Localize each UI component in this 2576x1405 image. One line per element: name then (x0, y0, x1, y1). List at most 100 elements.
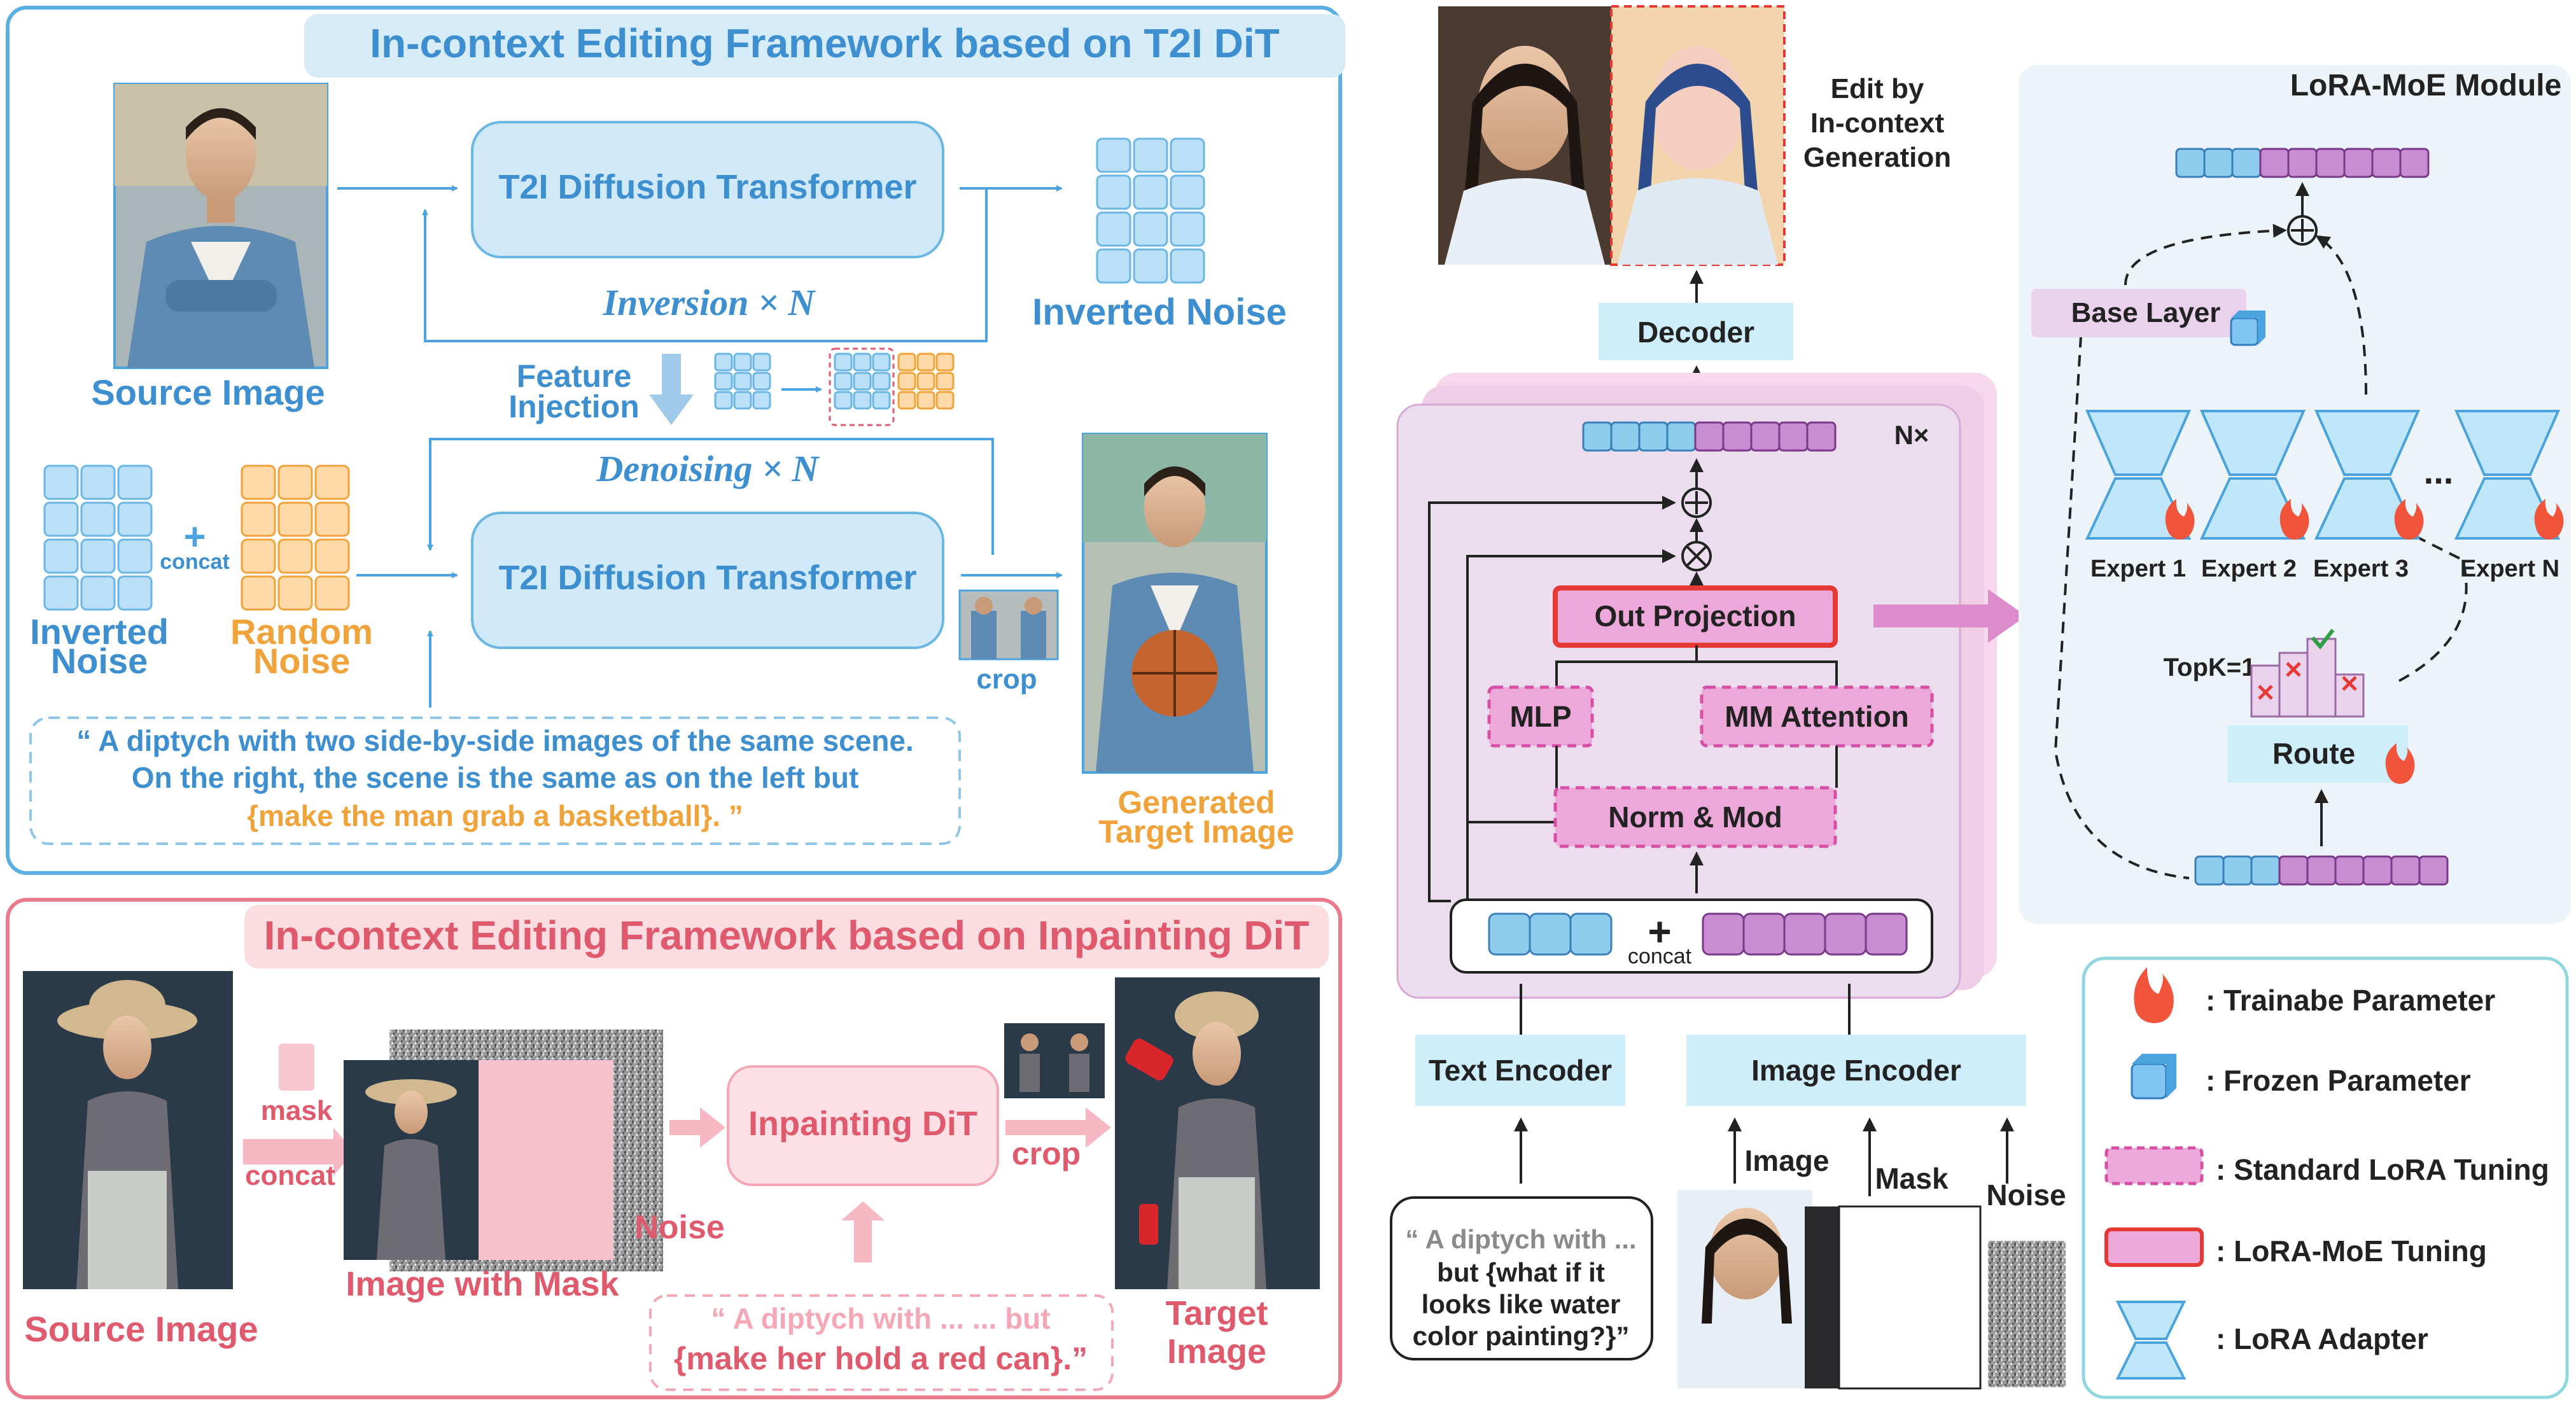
mask-input-label: Mask (1875, 1162, 1948, 1195)
legend-trainable: : Trainabe Parameter (2206, 984, 2495, 1017)
t2i-prompt-3: {make the man grab a basketball}. ” (247, 799, 743, 832)
random-label-2: Noise (253, 641, 351, 681)
lora-moe-panel: LoRA-MoE Module Base Layer (2019, 65, 2571, 924)
mm-attention-label: MM Attention (1725, 700, 1909, 733)
input-noise-image (1985, 1241, 2066, 1387)
topk-bar-chart-icon (2250, 629, 2365, 718)
diptych-thumbnail (958, 589, 1059, 661)
moe-title: LoRA-MoE Module (2290, 69, 2562, 102)
edit-label-3: Generation (1803, 142, 1951, 173)
edit-label-1: Edit by (1831, 73, 1924, 104)
output-tokens (1582, 421, 1837, 452)
flame-icon (2534, 499, 2564, 540)
t2i-dit-bottom-label: T2I Diffusion Transformer (498, 559, 916, 597)
arch-concat-label: concat (1628, 944, 1692, 968)
t2i-dit-top-label: T2I Diffusion Transformer (498, 168, 916, 206)
inpaint-prompt-box (649, 1294, 1114, 1391)
feature-grid-a (714, 353, 771, 410)
inverted-label-2: Noise (51, 641, 148, 681)
t2i-prompt-2: On the right, the scene is the same as o… (132, 761, 859, 794)
flame-icon (2165, 499, 2195, 540)
inpaint-title: In-context Editing Framework based on In… (264, 912, 1310, 958)
trainable-flame-icon (2134, 967, 2174, 1023)
inpainting-dit-box (727, 1065, 999, 1186)
legend-panel: : Trainabe Parameter : Frozen Parameter … (2082, 956, 2569, 1399)
t2i-dit-bottom (471, 512, 944, 649)
inpaint-concat-label: concat (245, 1160, 335, 1191)
inverted-noise-grid (1096, 137, 1205, 284)
arch-prompt-3: looks like water (1422, 1289, 1621, 1319)
moe-add-icon (2287, 215, 2318, 246)
generated-image-man (1082, 433, 1268, 774)
image-with-mask-label: Image with Mask (346, 1265, 619, 1303)
feature-injection-arrow (649, 354, 694, 425)
source-image-man (113, 83, 328, 369)
flame-icon (2279, 499, 2309, 540)
image-encoder-box (1686, 1035, 2026, 1106)
inpaint-prompt-2: {make her hold a red can}.” (674, 1341, 1088, 1376)
legend-standard-lora: : Standard LoRA Tuning (2216, 1153, 2549, 1186)
concat-plus: + (1648, 909, 1671, 954)
out-projection-label: Out Projection (1595, 599, 1796, 633)
concat-label: concat (160, 550, 230, 574)
expert-2-adapter (2199, 410, 2309, 540)
mask-icon (279, 1044, 314, 1091)
inpaint-noise-label: Noise (634, 1209, 725, 1246)
topk-label: TopK=1 (2164, 654, 2256, 682)
t2i-panel: In-context Editing Framework based on T2… (6, 6, 1345, 875)
inpaint-crop-label: crop (1012, 1136, 1081, 1171)
image-encoder-label: Image Encoder (1751, 1054, 1961, 1087)
route-box (2227, 725, 2408, 783)
inpainting-dit-label: Inpainting DiT (748, 1105, 977, 1143)
multiply-node-icon (1681, 541, 1712, 571)
decoder-box (1599, 303, 1793, 360)
dit-block (1396, 403, 1961, 999)
expert-3-adapter (2314, 410, 2424, 540)
flame-icon (2394, 499, 2424, 540)
text-encoder-label: Text Encoder (1429, 1054, 1612, 1087)
legend-frozen-cube-icon (2131, 1054, 2176, 1100)
feature-grid-b (834, 353, 891, 410)
target-image-woman (1115, 977, 1320, 1289)
edit-result-portraits (1438, 5, 1786, 266)
mask-concat-arrow (243, 1128, 354, 1176)
arch-prompt-2: but {what if it (1437, 1257, 1605, 1287)
moe-input-tokens (2194, 855, 2449, 886)
t2i-prompt-box (29, 716, 961, 845)
input-image-and-mask (1677, 1190, 1982, 1390)
feature-grid-c (897, 353, 955, 410)
feature-label-1: Feature (517, 358, 632, 394)
image-tokens (1702, 912, 1908, 956)
text-encoder-box (1415, 1035, 1625, 1106)
t2i-prompt-1: “ A diptych with two side-by-side images… (76, 724, 914, 757)
inpaint-panel: In-context Editing Framework based on In… (6, 898, 1342, 1399)
norm-mod-box (1553, 786, 1837, 848)
add-node-icon (1681, 487, 1712, 518)
base-layer-label: Base Layer (2071, 297, 2221, 328)
t2i-crop-label: crop (976, 664, 1037, 695)
image-with-mask (344, 1060, 613, 1260)
legend-adapter-icon (2115, 1301, 2187, 1380)
arch-prompt-4: color painting?}” (1413, 1321, 1630, 1351)
route-flame-icon (2385, 743, 2415, 784)
expert-n-adapter (2454, 410, 2564, 540)
legend-standard-swatch (2104, 1146, 2204, 1185)
source-image-woman (23, 971, 233, 1289)
denoising-label: Denoising × N (596, 448, 820, 489)
decoder-label: Decoder (1637, 316, 1754, 349)
expert-1-label: Expert 1 (2090, 556, 2186, 582)
inpaint-diptych-thumbnail (1004, 1023, 1105, 1098)
t2i-title: In-context Editing Framework based on T2… (370, 20, 1280, 66)
legend-moe-swatch (2104, 1227, 2204, 1267)
target-label-2: Image (1167, 1332, 1266, 1371)
legend-frozen: : Frozen Parameter (2206, 1064, 2471, 1097)
image-input-label: Image (1745, 1144, 1830, 1177)
generated-label-1: Generated (1117, 785, 1275, 820)
target-label-1: Target (1165, 1294, 1268, 1332)
random-label-1: Random (230, 612, 373, 652)
t2i-source-label: Source Image (91, 372, 325, 412)
plus-sign: + (183, 515, 206, 558)
arch-prompt-box (1390, 1196, 1653, 1360)
feature-label-2: Injection (508, 389, 640, 424)
norm-mod-label: Norm & Mod (1608, 800, 1782, 834)
